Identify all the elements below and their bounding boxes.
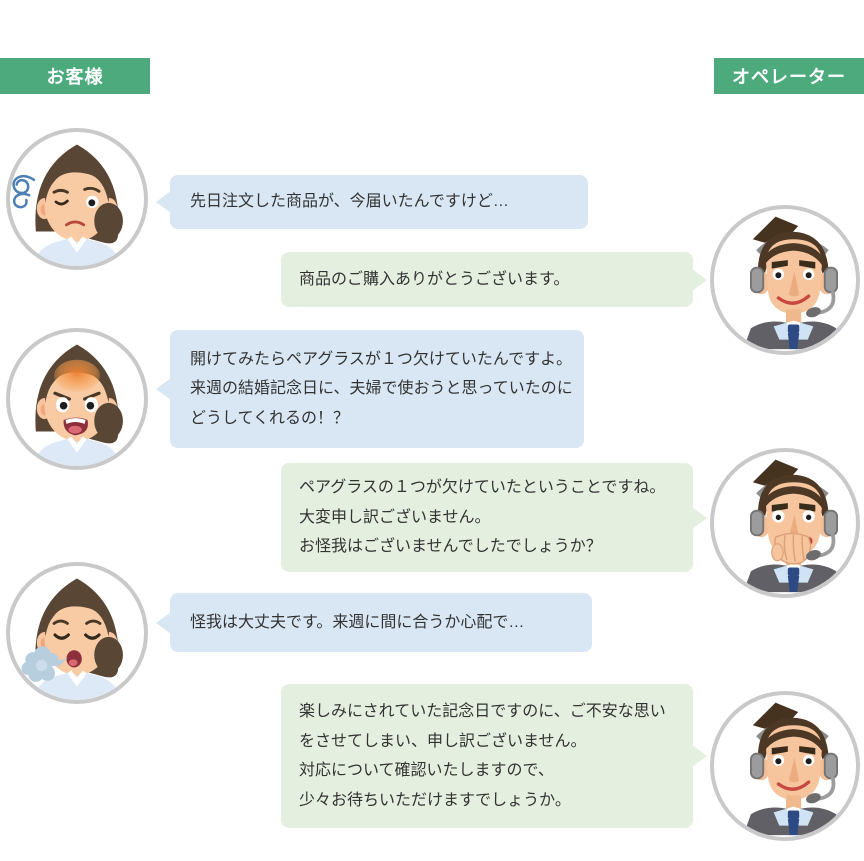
operator-avatar-1 — [710, 205, 860, 355]
customer-speech-bubble-3: 怪我は大丈夫です。来週に間に合うか心配で… — [170, 593, 592, 652]
bubble-text-line: 怪我は大丈夫です。来週に間に合うか心配で… — [190, 613, 525, 631]
customer-avatar-2 — [6, 328, 148, 470]
bubble-text-line: 開けてみたらペアグラスが１つ欠けていたんですよ。 — [190, 350, 573, 368]
bubble-text-line: 対応について確認いたしますので、 — [299, 762, 554, 779]
operator-avatar-3 — [710, 691, 860, 841]
bubble-text-line: 大変申し訳ございません。 — [299, 508, 491, 526]
woman-sighing-avatar-icon — [21, 578, 123, 700]
operator-speech-bubble-2: ペアグラスの１つが欠けていたということですね。 大変申し訳ございません。 お怪我… — [281, 463, 693, 572]
bubble-text-line: 来週の結婚記念日に、夫婦で使おうと思っていたのに — [190, 380, 573, 398]
operator-man-concerned-avatar-icon — [714, 452, 856, 594]
customer-role-label: お客様 — [0, 58, 150, 94]
operator-speech-bubble-1: 商品のご購入ありがとうございます。 — [281, 252, 693, 307]
operator-man-smiling-avatar-icon — [714, 209, 856, 351]
customer-speech-bubble-1: 先日注文した商品が、今届いたんですけど… — [170, 175, 588, 229]
bubble-text-line: をさせてしまい、申し訳ございません。 — [299, 732, 587, 750]
bubble-text-line: 楽しみにされていた記念日ですのに、ご不安な思い — [299, 703, 666, 720]
woman-worried-avatar-icon — [12, 144, 123, 266]
bubble-text-line: お怪我はございませんでしたでしょうか？ — [299, 538, 602, 556]
bubble-text-line: ペアグラスの１つが欠けていたということですね。 — [299, 479, 666, 497]
customer-avatar-1 — [6, 128, 148, 270]
bubble-text-line: 商品のご購入ありがとうございます。 — [299, 270, 570, 288]
woman-angry-avatar-icon — [32, 344, 123, 466]
operator-avatar-2 — [710, 448, 860, 598]
operator-role-label: オペレーター — [714, 58, 864, 94]
customer-speech-bubble-2: 開けてみたらペアグラスが１つ欠けていたんですよ。 来週の結婚記念日に、夫婦で使お… — [170, 330, 584, 448]
operator-man-smiling-avatar-icon — [714, 695, 856, 837]
bubble-text-line: どうしてくれるの！？ — [190, 409, 350, 427]
bubble-text-line: 少々お待ちいただけますでしょうか。 — [299, 791, 571, 809]
customer-avatar-3 — [6, 562, 148, 704]
bubble-text-line: 先日注文した商品が、今届いたんですけど… — [190, 193, 509, 211]
operator-speech-bubble-3: 楽しみにされていた記念日ですのに、ご不安な思い をさせてしまい、申し訳ございませ… — [281, 684, 693, 828]
